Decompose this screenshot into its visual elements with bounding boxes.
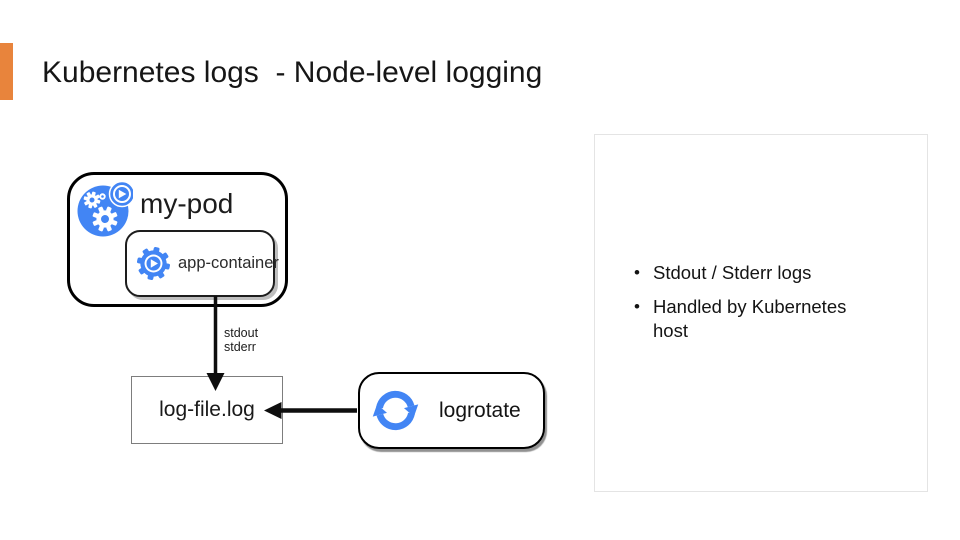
node-logrotate: logrotate (358, 372, 545, 449)
page-title: Kubernetes logs - Node-level logging (42, 56, 543, 89)
accent-bar (0, 43, 13, 100)
node-label-logrotate: logrotate (439, 398, 521, 422)
edge-label-line-1: stdout (224, 326, 259, 340)
node-label-log-file: log-file.log (159, 398, 255, 421)
bullet-list: Stdout / Stderr logs Handled by Kubernet… (595, 135, 927, 343)
node-app-container: app-container (125, 230, 279, 297)
container-gear-icon (135, 245, 172, 282)
rotate-arrows-icon (367, 383, 424, 438)
node-log-file: log-file.log (131, 376, 283, 444)
edge-label-line-2: stderr (224, 340, 256, 354)
edge-label-stdout-stderr: stdout stderr (224, 326, 258, 354)
bullet-item: Handled by Kubernetes host (634, 295, 871, 343)
node-label-my-pod: my-pod (140, 188, 234, 219)
bullet-item: Stdout / Stderr logs (634, 261, 871, 285)
notes-panel: Stdout / Stderr logs Handled by Kubernet… (594, 134, 928, 492)
node-my-pod: my-pod (67, 172, 288, 307)
node-label-app-container: app-container (178, 254, 279, 272)
kubernetes-pod-icon (75, 180, 136, 237)
